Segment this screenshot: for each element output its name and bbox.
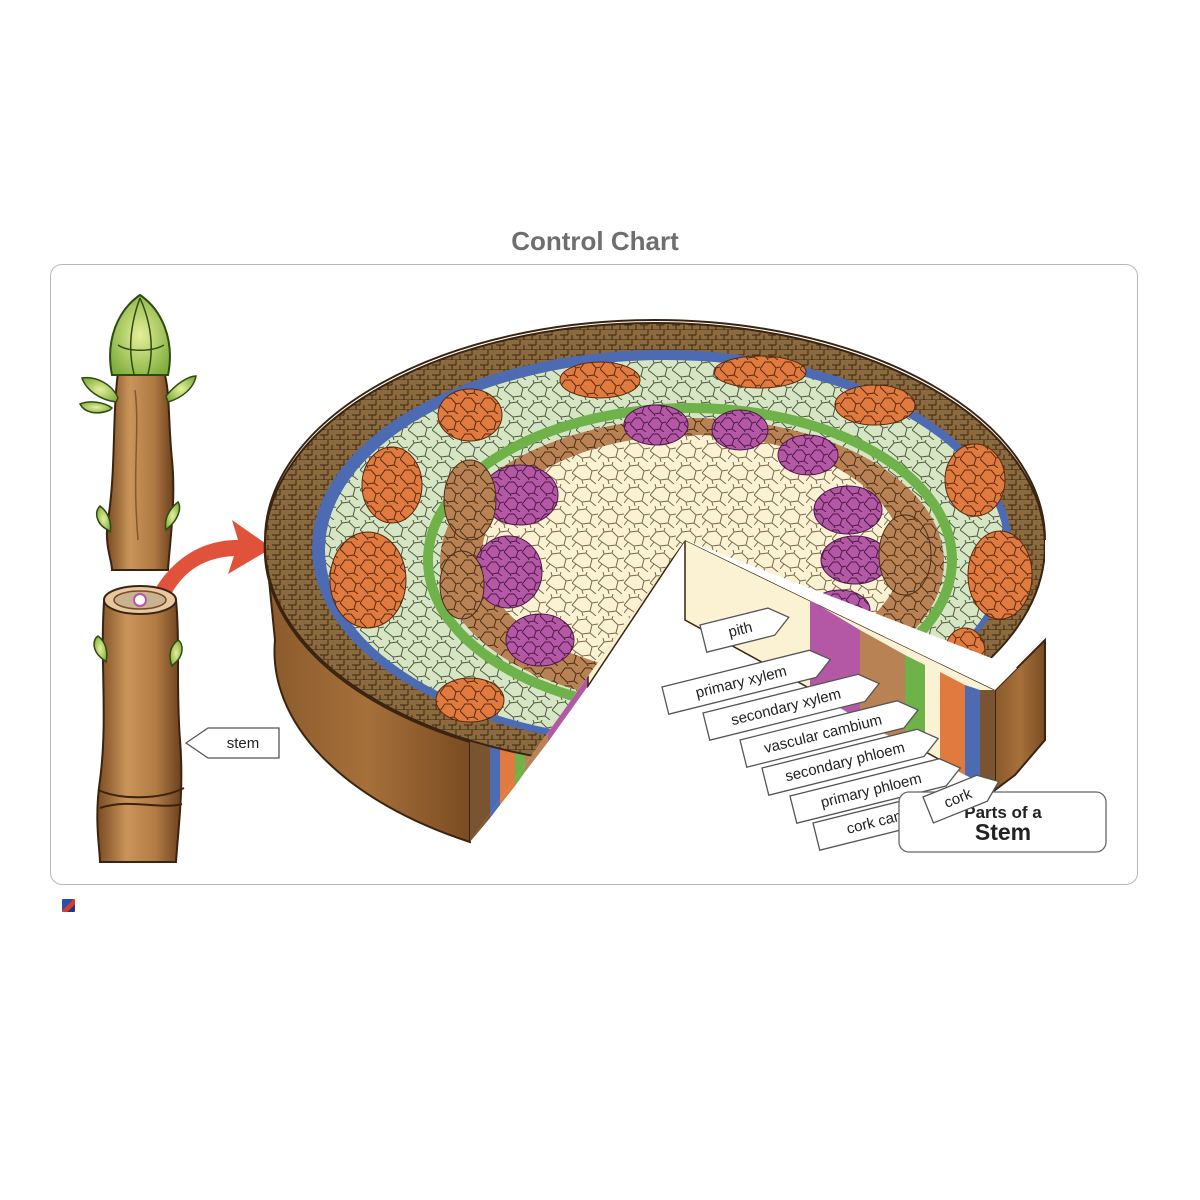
lateral-bud-icon — [78, 375, 197, 534]
tag-pith: pith — [699, 607, 790, 653]
stem-label-text: stem — [227, 735, 260, 752]
label-tags: pith primary xylem secondary xylem vascu… — [661, 607, 1107, 853]
page-title: Control Chart — [511, 226, 679, 256]
tag-cork: cork — [922, 774, 1000, 824]
publisher-logo-icon — [62, 899, 75, 912]
stem-label-tag: stem — [184, 727, 280, 759]
stem-cut-illustration — [93, 585, 185, 863]
tag-primary-xylem: primary xylem — [661, 649, 832, 715]
title-line-2: Stem — [975, 819, 1031, 845]
svg-text:pith: pith — [727, 619, 755, 641]
curved-arrow-icon — [150, 520, 272, 604]
title-line-1: Parts of a — [964, 803, 1042, 822]
terminal-bud-icon — [109, 293, 171, 376]
stem-top-illustration — [78, 293, 197, 571]
stem-cross-section — [263, 319, 1046, 844]
